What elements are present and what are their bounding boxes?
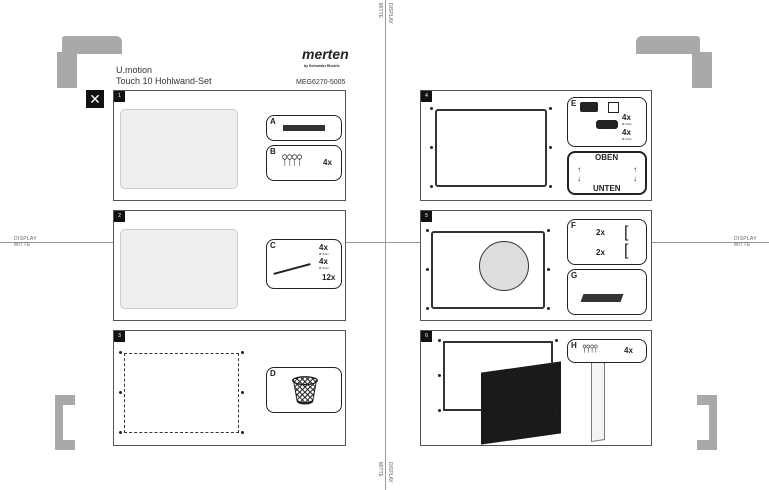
mounting-board bbox=[120, 229, 238, 309]
mounting-hole bbox=[549, 146, 552, 149]
part-h-box: H ⫯⫯⫯⫯ 4x bbox=[567, 339, 647, 363]
step-6-panel: 6 H ⫯⫯⫯⫯ 4x bbox=[420, 330, 652, 446]
mounting-hole bbox=[438, 339, 441, 342]
tools-icon: ✕ bbox=[86, 90, 104, 108]
mark-bottom: MITTE bbox=[377, 462, 383, 477]
mounting-hole bbox=[555, 339, 558, 342]
mounting-hole bbox=[555, 409, 558, 412]
center-line-middle bbox=[346, 242, 420, 243]
mounting-hole bbox=[549, 107, 552, 110]
part-b-box: B⫯⫯⫯⫯4x bbox=[266, 145, 342, 181]
brand-logo: merten bbox=[302, 46, 349, 62]
part-f-box: F 2x 2x [[ bbox=[567, 219, 647, 265]
screws: ⫯⫯⫯⫯ bbox=[281, 152, 303, 169]
mounting-hole bbox=[547, 307, 550, 310]
corner-mark-top-right-leg bbox=[692, 52, 712, 88]
mounting-hole bbox=[426, 268, 429, 271]
display-device bbox=[481, 361, 561, 445]
mounting-hole bbox=[119, 391, 122, 394]
brand-tagline: by Schneider Electric bbox=[304, 64, 340, 68]
step-1-panel: 1 A B⫯⫯⫯⫯4x bbox=[113, 90, 346, 201]
mounting-hole bbox=[119, 351, 122, 354]
center-line-right bbox=[652, 242, 769, 243]
mounting-hole bbox=[241, 391, 244, 394]
mounting-hole bbox=[438, 374, 441, 377]
cutout-outline bbox=[124, 353, 239, 433]
trash-disposal-icon: 🗑 bbox=[287, 375, 323, 406]
center-line-vertical bbox=[385, 0, 386, 490]
part-a-box: A bbox=[266, 115, 342, 141]
mounting-board bbox=[120, 109, 238, 189]
cutout-outline bbox=[435, 109, 547, 187]
mounting-hole bbox=[549, 185, 552, 188]
product-name: Touch 10 Hohlwand-Set bbox=[116, 76, 212, 86]
mark-bottom-2: DISPLAY bbox=[387, 462, 393, 483]
mounting-hole bbox=[241, 431, 244, 434]
article-number: MEG6270-5005 bbox=[296, 79, 346, 86]
corner-mark-top-left bbox=[62, 36, 122, 54]
mark-top-2: DISPLAY bbox=[387, 3, 393, 24]
mounting-hole bbox=[426, 307, 429, 310]
mounting-hole bbox=[430, 185, 433, 188]
mounting-hole bbox=[119, 431, 122, 434]
mounting-hole bbox=[547, 229, 550, 232]
mounting-hole bbox=[555, 374, 558, 377]
cutout-outline bbox=[431, 231, 545, 309]
mark-top: MITTE bbox=[377, 3, 383, 18]
spirit-level bbox=[283, 125, 325, 131]
step-3-panel: 3 D🗑 bbox=[113, 330, 346, 446]
detail-zoom bbox=[479, 241, 529, 291]
orientation-box: OBEN ↑↓↑↓ UNTEN bbox=[567, 151, 647, 195]
mounting-hole bbox=[241, 351, 244, 354]
wall-bracket bbox=[591, 360, 605, 442]
mounting-hole bbox=[430, 146, 433, 149]
mounting-hole bbox=[438, 409, 441, 412]
part-g-box: G bbox=[567, 269, 647, 315]
corner-mark-top-left-leg bbox=[57, 52, 77, 88]
mounting-hole bbox=[430, 107, 433, 110]
step-5-panel: 5 F 2x 2x [[ G bbox=[420, 210, 652, 321]
mounting-hole bbox=[547, 268, 550, 271]
center-line-left bbox=[0, 242, 113, 243]
corner-mark-top-right bbox=[636, 36, 700, 54]
mounting-hole bbox=[426, 229, 429, 232]
product-line: U.motion bbox=[116, 65, 153, 75]
part-d-box: D🗑 bbox=[266, 367, 342, 413]
